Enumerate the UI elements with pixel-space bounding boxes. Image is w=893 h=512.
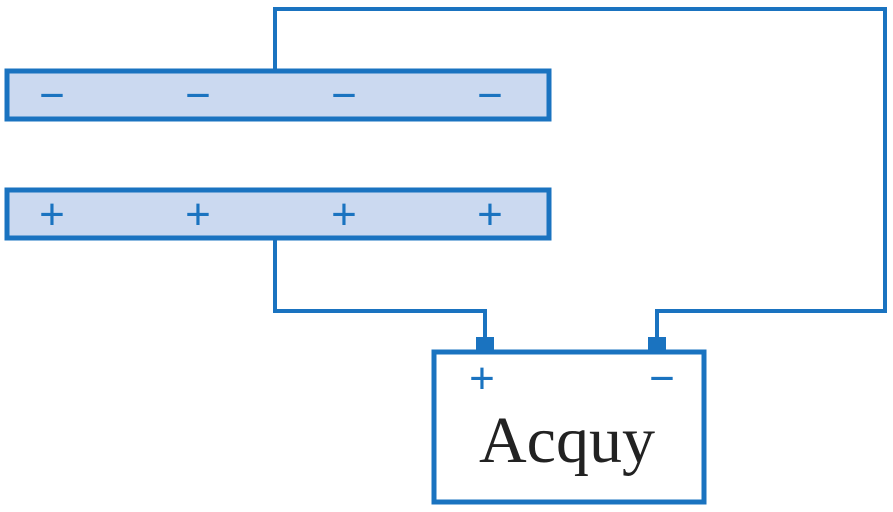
negative-sign: −: [185, 71, 211, 120]
positive-sign: +: [331, 190, 357, 239]
positive-sign: +: [477, 190, 503, 239]
negative-sign: −: [39, 71, 65, 120]
wire-positive-plate-to-battery-positive: [273, 237, 487, 340]
negative-plate-body: [4, 68, 552, 122]
negative-sign: −: [477, 71, 503, 120]
positive-sign: +: [185, 190, 211, 239]
battery-negative-terminal: [648, 337, 666, 352]
negative-sign: −: [331, 71, 357, 120]
battery-positive-terminal: [476, 337, 494, 352]
wire-negative-plate-to-battery-negative: [273, 7, 887, 340]
battery-negative-sign: −: [649, 354, 675, 403]
battery: + − Acquy: [431, 337, 707, 505]
battery-body: [431, 349, 707, 505]
negative-plate: − − − −: [4, 68, 552, 122]
battery-label: Acquy: [479, 404, 655, 477]
positive-plate: + + + +: [4, 187, 552, 241]
positive-sign: +: [39, 190, 65, 239]
battery-positive-sign: +: [469, 354, 495, 403]
positive-plate-body: [4, 187, 552, 241]
